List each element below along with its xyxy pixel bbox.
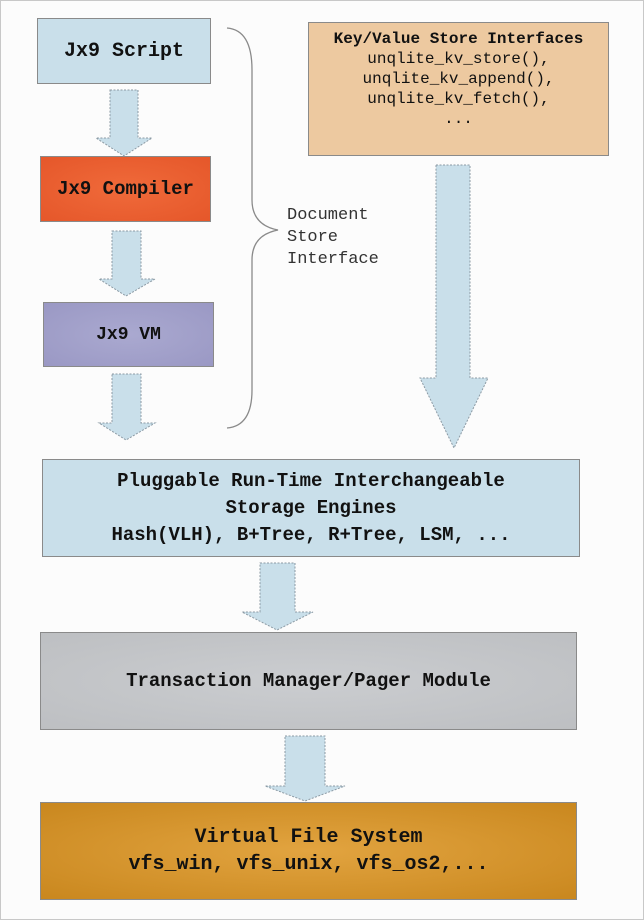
- vfs-line: vfs_win, vfs_unix, vfs_os2,...: [128, 853, 489, 876]
- jx9-compiler-box: Jx9 Compiler: [40, 156, 211, 222]
- arrow-kv-to-engines: [419, 164, 489, 450]
- pager-label: Transaction Manager/Pager Module: [126, 670, 491, 692]
- kv-function: unqlite_kv_append(),: [362, 70, 555, 88]
- vfs-line: Virtual File System: [194, 826, 423, 849]
- jx9-script-label: Jx9 Script: [63, 39, 185, 63]
- brace-label-line: Document: [287, 206, 369, 225]
- brace-label-line: Interface: [287, 250, 379, 269]
- kv-function: unqlite_kv_store(),: [367, 50, 550, 68]
- kv-store-interfaces-box: Key/Value Store Interfaces unqlite_kv_st…: [308, 22, 609, 156]
- kv-function: ...: [444, 110, 473, 128]
- arrow-pager-to-vfs: [264, 735, 346, 802]
- brace-label-line: Store: [287, 228, 339, 247]
- arrow-script-to-compiler: [94, 89, 154, 157]
- vfs-box: Virtual File System vfs_win, vfs_unix, v…: [40, 802, 577, 900]
- jx9-vm-label: Jx9 VM: [96, 324, 161, 345]
- storage-engines-box: Pluggable Run-Time Interchangeable Stora…: [42, 459, 580, 557]
- engines-line: Storage Engines: [225, 496, 397, 519]
- engines-line: Hash(VLH), B+Tree, R+Tree, LSM, ...: [111, 523, 511, 546]
- kv-store-title: Key/Value Store Interfaces: [333, 30, 584, 48]
- jx9-vm-box: Jx9 VM: [43, 302, 214, 367]
- document-store-interface-label: Document Store Interface: [287, 205, 379, 271]
- jx9-compiler-label: Jx9 Compiler: [57, 178, 194, 200]
- arrow-compiler-to-vm: [97, 230, 157, 297]
- arrow-vm-to-engines: [97, 373, 157, 441]
- kv-function: unqlite_kv_fetch(),: [367, 90, 550, 108]
- arrow-engines-to-pager: [241, 562, 314, 631]
- document-store-brace: [226, 27, 279, 429]
- jx9-script-box: Jx9 Script: [37, 18, 211, 84]
- pager-module-box: Transaction Manager/Pager Module: [40, 632, 577, 730]
- engines-line: Pluggable Run-Time Interchangeable: [117, 469, 505, 492]
